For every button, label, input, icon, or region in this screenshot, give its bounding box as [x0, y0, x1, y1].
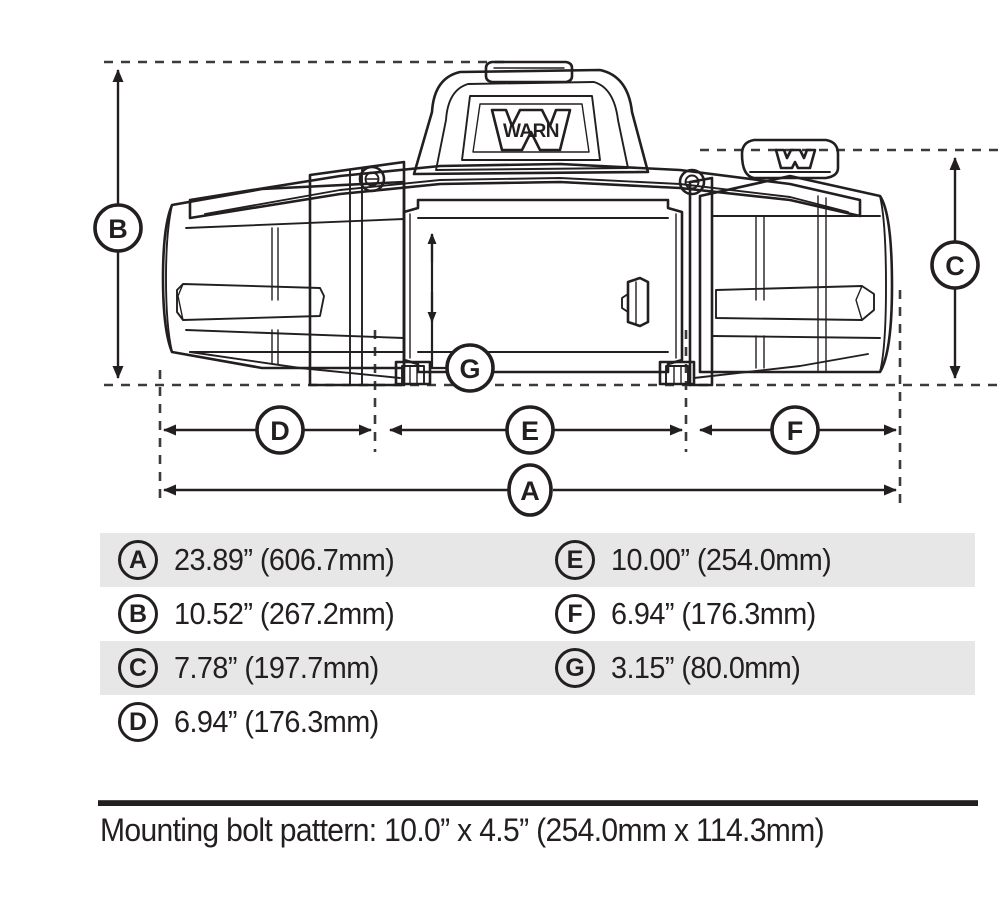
dimension-value-G: 3.15” (80.0mm)	[611, 650, 801, 685]
dimension-value-D: 6.94” (176.3mm)	[174, 704, 379, 739]
callout-label-G: G	[459, 354, 480, 384]
dimension-badge-D: D	[118, 702, 158, 742]
mounting-bolt-pattern-note: Mounting bolt pattern: 10.0” x 4.5” (254…	[100, 812, 825, 848]
warn-logo-text: WARN	[503, 121, 559, 142]
dimension-value-B: 10.52” (267.2mm)	[174, 596, 395, 631]
callout-label-F: F	[787, 416, 804, 446]
dimension-A: A	[163, 463, 897, 517]
table-row: A 23.89” (606.7mm) E 10.00” (254.0mm)	[100, 533, 975, 587]
dimension-table: A 23.89” (606.7mm) E 10.00” (254.0mm) B …	[100, 533, 975, 749]
footer-divider	[98, 800, 978, 806]
dimension-badge-E: E	[555, 540, 595, 580]
callout-label-B: B	[108, 214, 128, 244]
callout-label-E: E	[521, 416, 539, 446]
dimension-D: D	[163, 405, 372, 455]
dimension-G: G	[427, 233, 495, 393]
winch-body-illustration: WARN	[161, 60, 894, 387]
callout-label-D: D	[270, 416, 290, 446]
dimension-B: B	[93, 69, 143, 379]
winch-dimension-drawing: .ln { fill:none; stroke:#231f20; stroke-…	[93, 60, 1000, 517]
dimension-entry-A: A 23.89” (606.7mm)	[100, 533, 537, 587]
dimension-badge-A: A	[118, 540, 158, 580]
dimension-entry-F: F 6.94” (176.3mm)	[537, 587, 974, 641]
table-row: D 6.94” (176.3mm)	[100, 695, 975, 749]
dimension-value-A: 23.89” (606.7mm)	[174, 542, 395, 577]
table-row: B 10.52” (267.2mm) F 6.94” (176.3mm)	[100, 587, 975, 641]
dimension-entry-D: D 6.94” (176.3mm)	[100, 695, 537, 749]
dimension-entry-G: G 3.15” (80.0mm)	[537, 641, 974, 695]
dimension-entry-B: B 10.52” (267.2mm)	[100, 587, 537, 641]
callout-label-C: C	[945, 251, 965, 281]
dimension-badge-G: G	[555, 648, 595, 688]
callout-label-A: A	[520, 476, 540, 506]
dimension-value-E: 10.00” (254.0mm)	[611, 542, 832, 577]
dimension-value-F: 6.94” (176.3mm)	[611, 596, 816, 631]
projection-lines	[104, 60, 1000, 505]
dimension-entry-C: C 7.78” (197.7mm)	[100, 641, 537, 695]
dimension-badge-B: B	[118, 594, 158, 634]
dimension-entry-E: E 10.00” (254.0mm)	[537, 533, 974, 587]
dimension-value-C: 7.78” (197.7mm)	[174, 650, 379, 685]
table-row: C 7.78” (197.7mm) G 3.15” (80.0mm)	[100, 641, 975, 695]
dimension-badge-C: C	[118, 648, 158, 688]
dimension-C: C	[930, 157, 980, 379]
dimension-F: F	[699, 405, 897, 455]
dimension-badge-F: F	[555, 594, 595, 634]
dimension-E: E	[389, 405, 683, 455]
winch-drawing-svg: .ln { fill:none; stroke:#231f20; stroke-…	[93, 60, 1000, 517]
